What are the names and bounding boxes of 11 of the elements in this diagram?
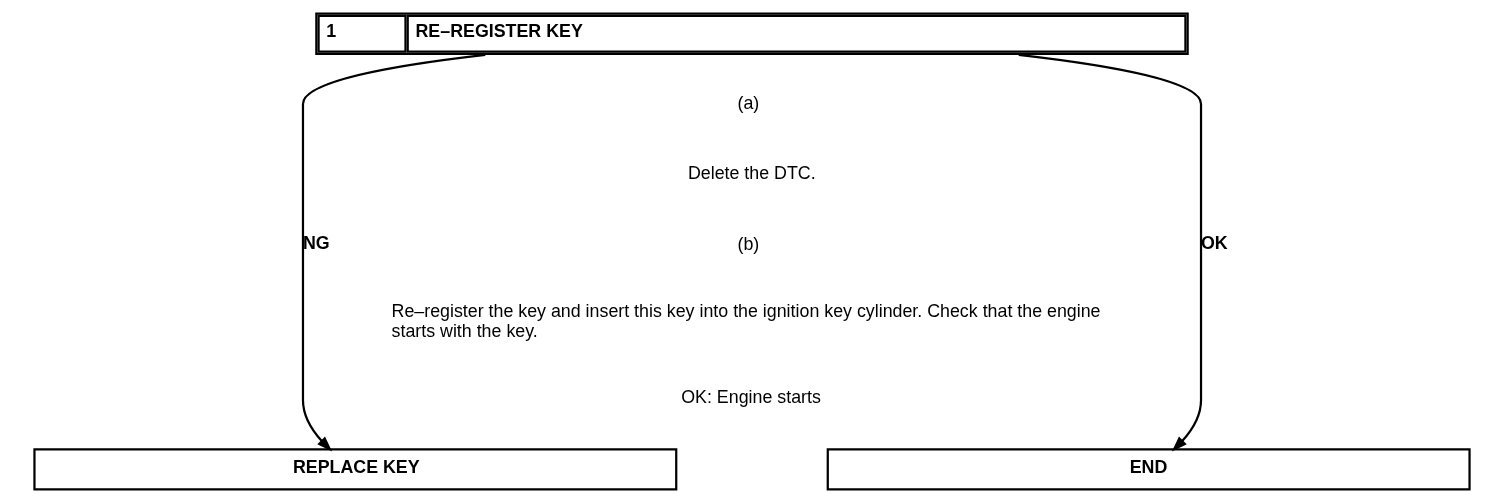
edge-label: NG: [302, 232, 330, 253]
node-box: END: [826, 448, 1471, 491]
label: Re–register the key and insert this key into the ignition key cylinder. Check that the engine starts with the key.: [391, 300, 1101, 341]
label: (a): [737, 93, 760, 114]
node-box: REPLACE KEY: [33, 448, 678, 491]
label: (b): [737, 233, 760, 254]
label: OK: Engine starts: [681, 387, 821, 408]
label: Delete the DTC.: [687, 163, 816, 184]
edge-label: OK: [1201, 232, 1228, 253]
arrow: [301, 53, 486, 452]
arrow: [1018, 53, 1203, 452]
